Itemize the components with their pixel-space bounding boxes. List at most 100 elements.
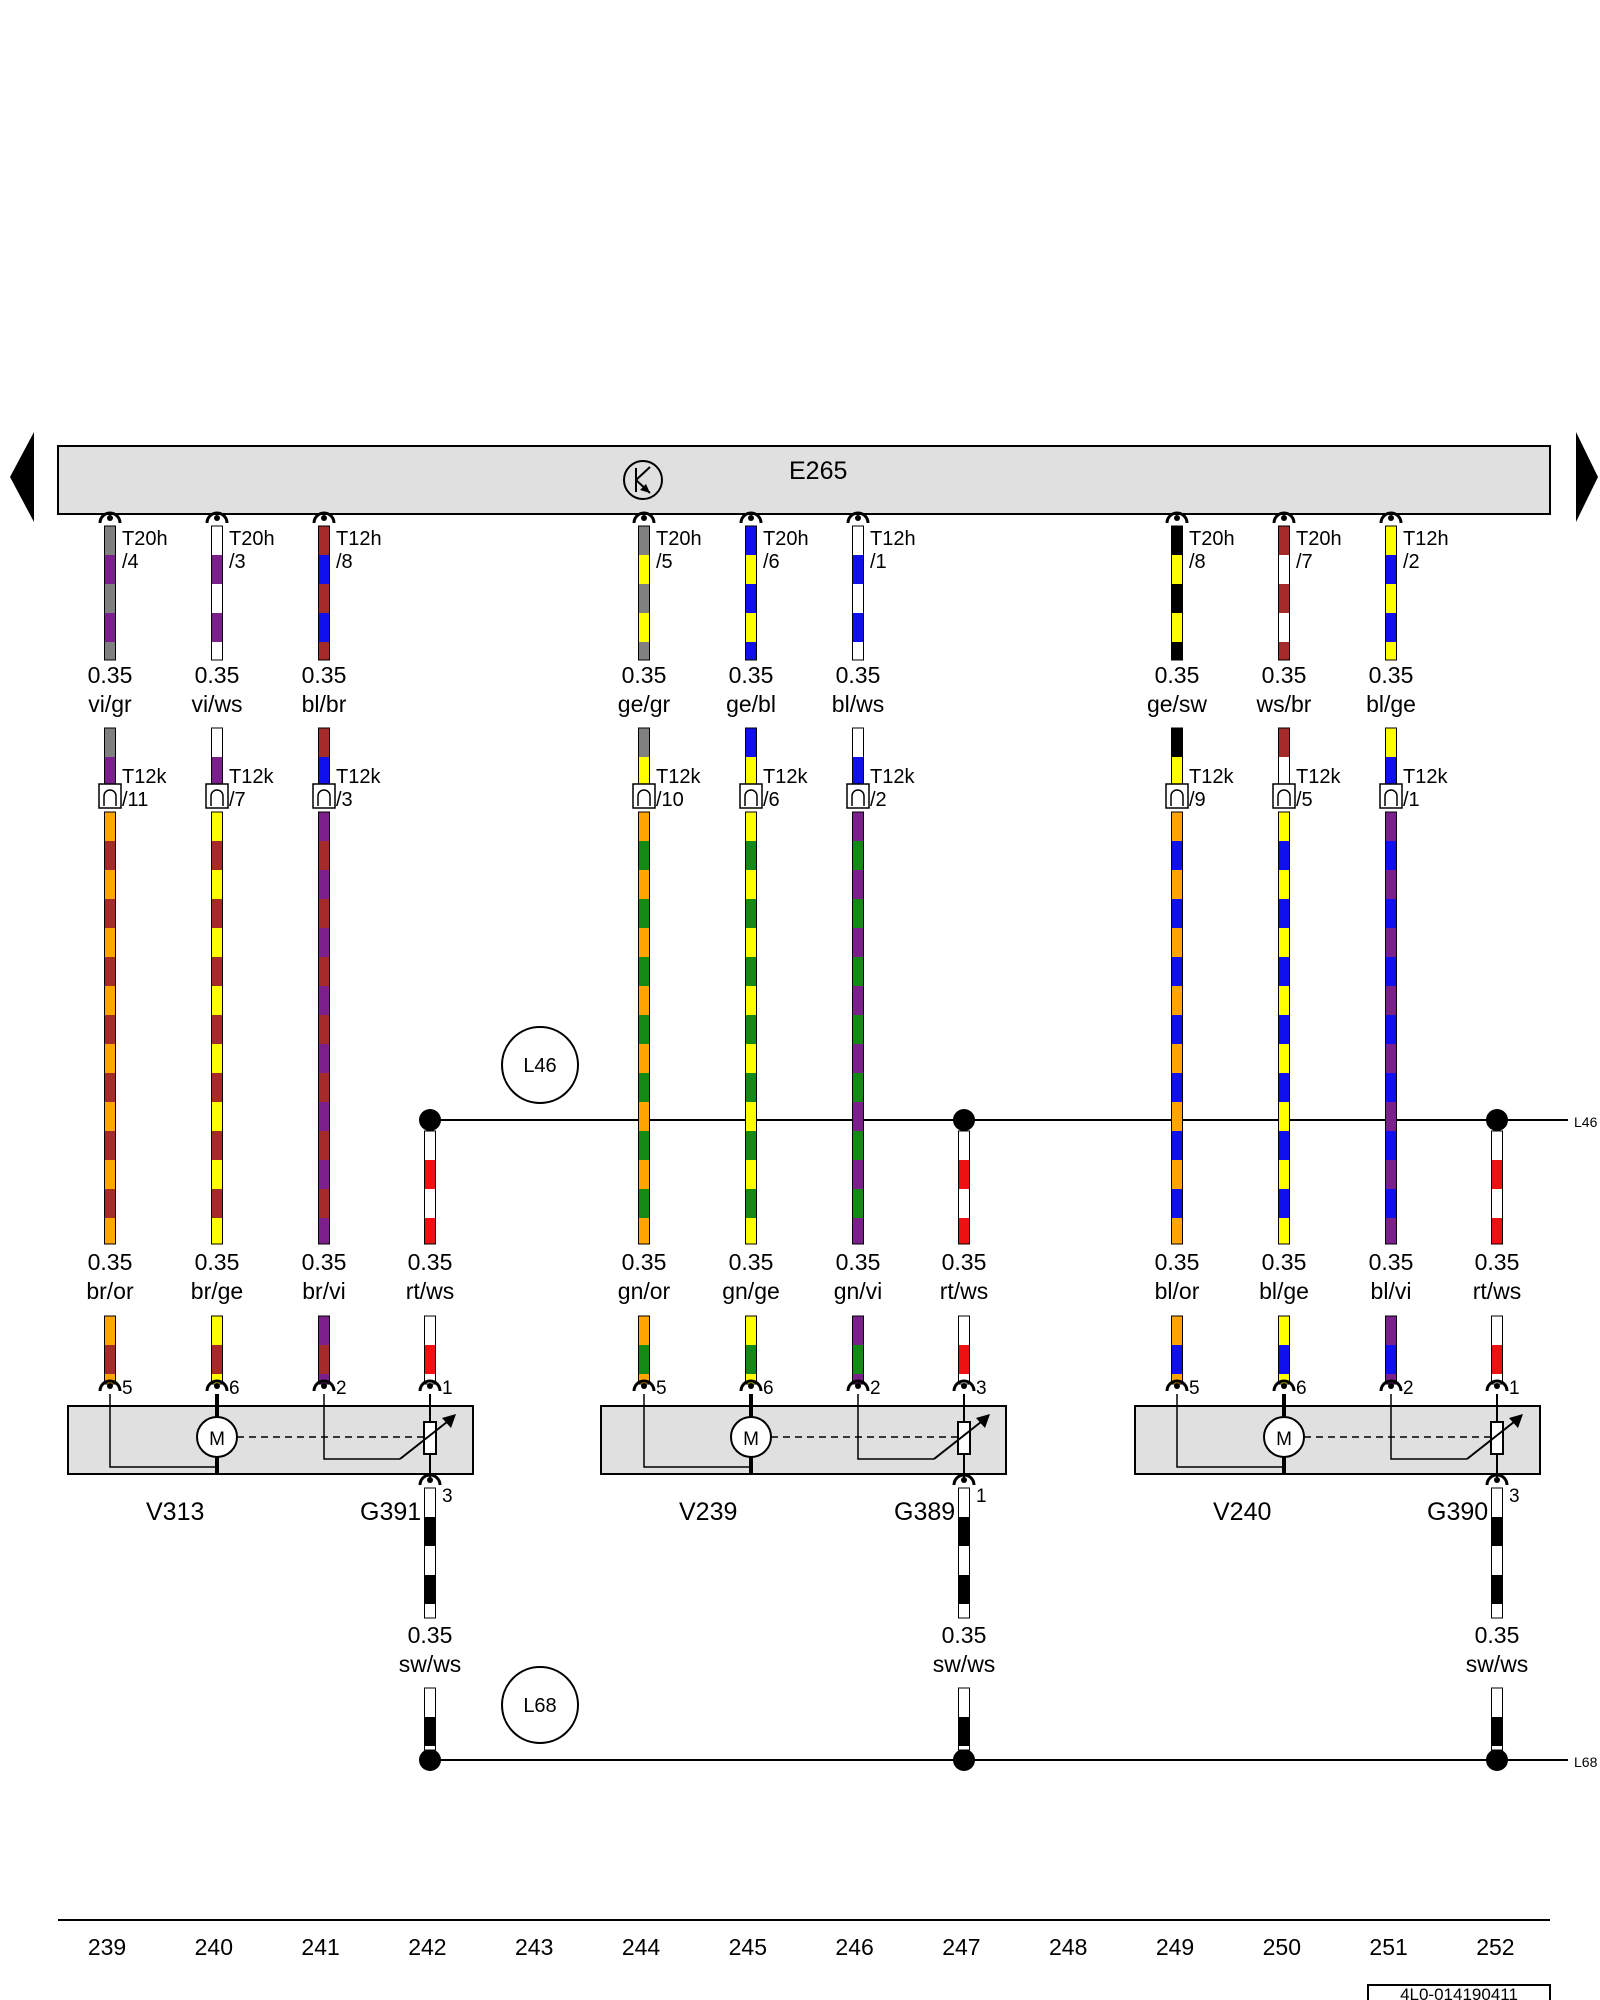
sensor-wire-path: [323, 1394, 400, 1460]
upper-wire-7-segment: [1171, 584, 1183, 613]
lower-wire-5-segment: [745, 1218, 757, 1244]
supply-wire-1-segment: [424, 1131, 436, 1160]
lower-wire-2-segment: [211, 1073, 223, 1102]
track-number: 247: [942, 1934, 980, 1960]
lower-wire-3-segment: [318, 1189, 330, 1218]
supply-wire-3-segment: [1491, 1218, 1503, 1244]
lower-wire-7-segment: [1171, 1102, 1183, 1131]
ecu-pin-hook: [846, 511, 870, 524]
lower-wire-3-tail-segment: [318, 1345, 330, 1374]
lower-wire-1-tail-segment: [104, 1345, 116, 1374]
ecu-pin-hook: [312, 511, 336, 524]
lower-wire-2: [211, 811, 223, 1245]
upper-wire-2-tail: [211, 727, 223, 789]
lower-wire-5-tail: [745, 1315, 757, 1385]
sensor-supply-pin-hook: [1485, 1379, 1509, 1392]
lower-wire-color-code: bl/or: [1155, 1278, 1200, 1304]
supply-wire-2-tail-segment: [958, 1374, 970, 1384]
upper-wire-2-segment: [211, 613, 223, 642]
motor-label: V240: [1213, 1498, 1271, 1526]
lower-wire-7-segment: [1171, 841, 1183, 870]
supply-wire-color-code: rt/ws: [940, 1278, 989, 1304]
upper-wire-7-segment: [1171, 642, 1183, 660]
lower-wire-3-segment: [318, 1044, 330, 1073]
inline-connector-t12k-pin: [851, 789, 865, 806]
lower-wire-2-tail: [211, 1315, 223, 1385]
upper-wire-3-segment: [318, 613, 330, 642]
supply-wire-1-segment: [424, 1160, 436, 1189]
track-number: 246: [835, 1934, 873, 1960]
upper-wire-3-tail-segment: [318, 728, 330, 757]
previous-page-arrow-icon[interactable]: [10, 432, 34, 522]
supply-wire-2-tail: [958, 1315, 970, 1385]
bus-l46-edge-label: L46: [1574, 1114, 1598, 1130]
lower-wire-1-segment: [104, 812, 116, 841]
upper-wire-size: 0.35: [1369, 662, 1414, 688]
actuator-pin-number: 2: [336, 1378, 347, 1399]
inline-connector-t12k-pin: [317, 789, 331, 806]
lower-wire-9-segment: [1385, 986, 1397, 1015]
next-page-arrow-icon[interactable]: [1576, 432, 1598, 522]
upper-wire-1-outline: [104, 525, 116, 661]
ground-wire-1-segment: [424, 1575, 436, 1604]
actuator-pin-hook: [98, 1379, 122, 1392]
lower-wire-8-segment: [1278, 1015, 1290, 1044]
bus-l46-circle: [501, 1026, 579, 1104]
actuator-box: [67, 1405, 474, 1475]
lower-wire-9-segment: [1385, 1015, 1397, 1044]
lower-wire-color-code: bl/ge: [1259, 1278, 1309, 1304]
lower-wire-9-segment: [1385, 870, 1397, 899]
lower-wire-7: [1171, 811, 1183, 1245]
lower-wire-2-tail-segment: [211, 1374, 223, 1384]
lower-wire-5-segment: [745, 1073, 757, 1102]
inline-connector-label: T12k: [1296, 766, 1341, 788]
upper-wire-3: [318, 525, 330, 661]
upper-wire-size: 0.35: [88, 662, 133, 688]
upper-wire-4-segment: [638, 555, 650, 584]
supply-wire-3-tail-segment: [1491, 1345, 1503, 1374]
actuator-pin-hook: [205, 1379, 229, 1392]
lower-wire-5-segment: [745, 928, 757, 957]
inline-connector-t12k: [1272, 783, 1296, 809]
lower-wire-6-tail: [852, 1315, 864, 1385]
inline-connector-label: T12k: [336, 766, 381, 788]
actuator-pin-hook: [632, 1379, 656, 1392]
upper-wire-4-tail-segment: [638, 728, 650, 757]
ground-wire-color-code: sw/ws: [399, 1651, 462, 1677]
ground-wire-3-tail-segment: [1491, 1717, 1503, 1746]
actuator-v313: M: [67, 1394, 474, 1478]
ground-wire-1-tail-segment: [424, 1688, 436, 1717]
wiper-arrow-icon: [976, 1414, 990, 1428]
inline-connector-pin: /9: [1189, 789, 1206, 811]
ground-wire-3-segment: [1491, 1604, 1503, 1618]
potentiometer-wiper: [399, 1417, 453, 1460]
upper-wire-color-code: ge/bl: [726, 691, 776, 717]
upper-wire-1-segment: [104, 613, 116, 642]
ground-wire-3-tail: [1491, 1687, 1503, 1751]
upper-wire-6-segment: [852, 642, 864, 660]
inline-connector-t12k: [632, 783, 656, 809]
lower-wire-4-tail-segment: [638, 1374, 650, 1384]
upper-connector-label: T20h: [1296, 528, 1342, 550]
lower-wire-size: 0.35: [836, 1249, 881, 1275]
potentiometer-icon: [423, 1421, 437, 1455]
motor-wire-path: [643, 1394, 751, 1468]
actuator-pin-hook-dot: [1281, 1383, 1287, 1389]
upper-wire-7-tail-segment: [1171, 728, 1183, 757]
lower-wire-5-segment: [745, 1102, 757, 1131]
upper-wire-6-tail: [852, 727, 864, 789]
supply-wire-3-segment: [1491, 1131, 1503, 1160]
lower-wire-6-segment: [852, 928, 864, 957]
upper-wire-3-segment: [318, 526, 330, 555]
lower-wire-7-segment: [1171, 928, 1183, 957]
lower-wire-7-segment: [1171, 812, 1183, 841]
supply-wire-1: [424, 1130, 436, 1245]
inline-connector-label: T12k: [763, 766, 808, 788]
ground-wire-1-segment: [424, 1488, 436, 1517]
lower-wire-5-segment: [745, 899, 757, 928]
lower-wire-2-tail-segment: [211, 1316, 223, 1345]
actuator-pin-hook: [739, 1379, 763, 1392]
upper-wire-size: 0.35: [622, 662, 667, 688]
ground-wire-2-tail: [958, 1687, 970, 1751]
lower-wire-4-tail: [638, 1315, 650, 1385]
